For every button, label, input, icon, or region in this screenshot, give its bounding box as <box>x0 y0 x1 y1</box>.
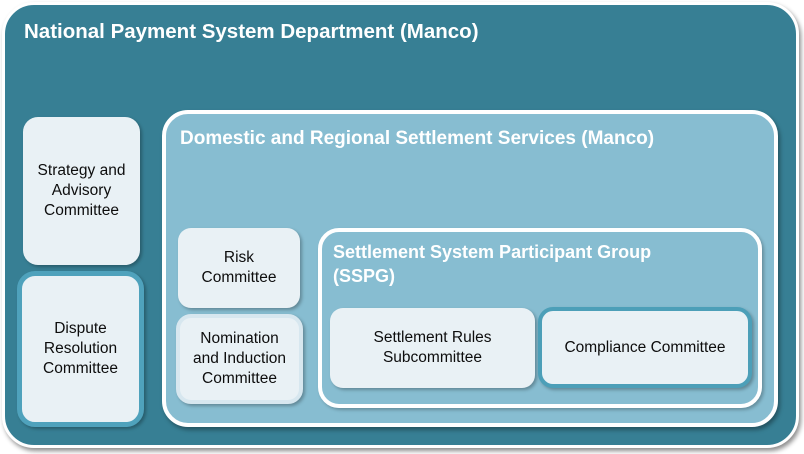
risk-committee-box: Risk Committee <box>178 228 300 308</box>
settlement-rules-subcommittee-label: Settlement Rules Subcommittee <box>373 329 492 366</box>
settlement-system-participant-group-title: Settlement System Participant Group (SSP… <box>333 242 652 287</box>
compliance-committee-label: Compliance Committee <box>564 338 726 356</box>
settlement-system-participant-group-container: Settlement System Participant Group (SSP… <box>318 228 762 408</box>
dispute-resolution-committee-box: Dispute Resolution Committee <box>17 271 144 427</box>
strategy-and-advisory-committee-label: Strategy and Advisory Committee <box>37 162 126 219</box>
national-payment-system-department-container: National Payment System Department (Manc… <box>2 2 799 448</box>
domestic-and-regional-settlement-services-container: Domestic and Regional Settlement Service… <box>162 110 778 427</box>
risk-committee-label: Risk Committee <box>201 249 277 286</box>
dispute-resolution-committee-label: Dispute Resolution Committee <box>43 320 118 377</box>
national-payment-system-department-title: National Payment System Department (Manc… <box>24 20 479 43</box>
compliance-committee-box: Compliance Committee <box>538 307 752 388</box>
nomination-and-induction-committee-box: Nomination and Induction Committee <box>176 314 303 404</box>
nomination-and-induction-committee-label: Nomination and Induction Committee <box>192 330 287 387</box>
domestic-and-regional-settlement-services-title: Domestic and Regional Settlement Service… <box>180 128 655 149</box>
settlement-rules-subcommittee-box: Settlement Rules Subcommittee <box>330 308 535 388</box>
strategy-and-advisory-committee-box: Strategy and Advisory Committee <box>23 117 140 265</box>
